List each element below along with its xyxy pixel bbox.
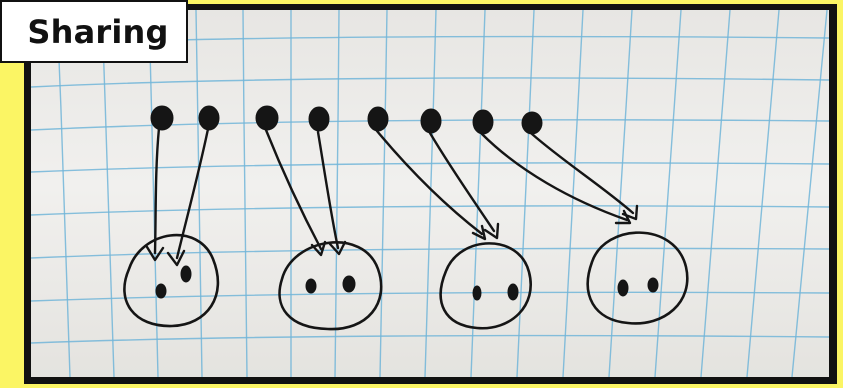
arrow-line [318, 132, 338, 248]
grid-vertical-lines [57, 10, 827, 377]
source-dot [522, 112, 542, 134]
arrow-line [155, 128, 159, 253]
group-1 [124, 235, 218, 326]
title-box: Sharing [0, 0, 188, 63]
source-dot [473, 110, 493, 134]
member-dot [156, 284, 166, 298]
source-dot [309, 107, 329, 131]
member-dot [181, 266, 191, 282]
member-dot [306, 279, 316, 293]
source-dot [151, 106, 173, 130]
group-circle [441, 243, 531, 328]
source-dots [151, 106, 542, 134]
source-dot [421, 109, 441, 133]
group-4 [588, 233, 688, 324]
sharing-arrows [147, 128, 637, 265]
group-2 [280, 242, 382, 329]
source-dot [199, 106, 219, 130]
member-dot [508, 284, 518, 300]
member-dot [618, 280, 628, 296]
member-dot [648, 278, 658, 292]
group-circle [588, 233, 688, 324]
group-circle [124, 235, 218, 326]
arrow-line [266, 130, 321, 249]
member-dot [343, 276, 355, 292]
sharing-diagram [31, 10, 829, 377]
source-dot [368, 107, 388, 131]
source-dot [256, 106, 278, 130]
group-circle [280, 242, 382, 329]
sharing-sketch-photo [31, 10, 829, 377]
arrow-line [482, 134, 627, 220]
member-dot [473, 286, 481, 300]
group-3 [441, 243, 531, 328]
page-title: Sharing [27, 13, 168, 51]
